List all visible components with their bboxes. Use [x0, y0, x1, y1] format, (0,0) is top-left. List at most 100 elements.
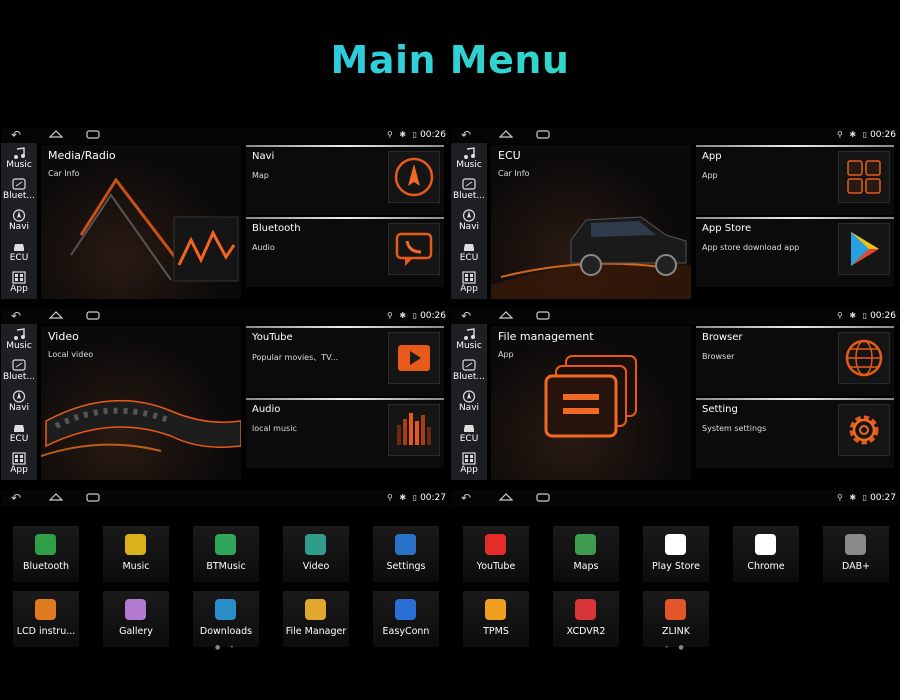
app-video[interactable]: Video	[283, 526, 349, 582]
home-icon[interactable]	[49, 493, 63, 501]
sidebar-item-navi[interactable]: Navi	[1, 209, 37, 233]
recent-apps-icon[interactable]	[86, 130, 100, 139]
sidebar-item-ecu[interactable]: ECU	[1, 240, 37, 264]
app-bluetooth[interactable]: Bluetooth	[13, 526, 79, 582]
browser-card[interactable]: Browser Browser	[696, 326, 894, 396]
download-icon	[215, 599, 236, 620]
car-icon	[14, 244, 24, 251]
app-music[interactable]: Music	[103, 526, 169, 582]
divider	[696, 145, 894, 147]
status-bar: ↶ ⚲ ✱ ▯ 00:27	[451, 490, 899, 506]
card-subtitle: Map	[252, 171, 269, 180]
gallery-icon	[125, 599, 146, 620]
youtube-card[interactable]: YouTube Popular movies、TV...	[246, 326, 444, 396]
sidebar-item-navi[interactable]: Navi	[1, 390, 37, 414]
sidebar-item-ecu[interactable]: ECU	[1, 421, 37, 445]
app-file-manager[interactable]: File Manager	[283, 591, 349, 647]
app-label: Gallery	[119, 626, 153, 637]
sidebar-item-music[interactable]: Music	[451, 328, 487, 352]
card-subtitle: Local video	[48, 350, 94, 359]
car-icon	[464, 244, 474, 251]
ecu-card[interactable]: ECU Car Info	[491, 145, 691, 299]
audio-card[interactable]: Audio local music	[246, 398, 444, 468]
app-maps[interactable]: Maps	[553, 526, 619, 582]
app-play-store[interactable]: Play Store	[643, 526, 709, 582]
sidebar-item-ecu[interactable]: ECU	[451, 421, 487, 445]
home-icon[interactable]	[49, 311, 63, 319]
bluetooth-phone-icon	[462, 359, 476, 371]
bluetooth-phone-icon	[462, 178, 476, 190]
recent-apps-icon[interactable]	[536, 311, 550, 320]
sidebar-item-music[interactable]: Music	[451, 147, 487, 171]
back-icon[interactable]: ↶	[461, 309, 472, 323]
sidebar-item-music[interactable]: Music	[1, 147, 37, 171]
status-icons: ⚲ ✱ ▯	[836, 130, 869, 139]
tire-pressure-icon	[485, 599, 506, 620]
recent-apps-icon[interactable]	[536, 130, 550, 139]
divider	[696, 398, 894, 400]
app-youtube[interactable]: YouTube	[463, 526, 529, 582]
app-gallery[interactable]: Gallery	[103, 591, 169, 647]
sidebar-item-label: App	[460, 284, 478, 294]
app-store-tile	[838, 223, 890, 275]
navi-card[interactable]: Navi Map	[246, 145, 444, 215]
app-label: Music	[122, 561, 150, 572]
card-subtitle: App	[702, 171, 718, 180]
sidebar-item-bluetooth[interactable]: Bluet...	[451, 359, 487, 383]
app-store-card[interactable]: App Store App store download app	[696, 217, 894, 287]
app-label: Settings	[386, 561, 426, 572]
video-card[interactable]: Video Local video	[41, 326, 241, 480]
card-title: App	[702, 151, 722, 162]
app-chrome[interactable]: Chrome	[733, 526, 799, 582]
clock: 00:26	[420, 130, 446, 140]
app-tpms[interactable]: TPMS	[463, 591, 529, 647]
app-btmusic[interactable]: BTMusic	[193, 526, 259, 582]
sidebar: Music Bluet... Navi ECU App	[451, 324, 487, 480]
home-icon[interactable]	[499, 311, 513, 319]
sidebar-item-bluetooth[interactable]: Bluet...	[1, 178, 37, 202]
sidebar-item-bluetooth[interactable]: Bluet...	[451, 178, 487, 202]
card-subtitle: local music	[252, 424, 297, 433]
app-lcd-instru[interactable]: LCD instru...	[13, 591, 79, 647]
file-management-card[interactable]: File management App	[491, 326, 691, 480]
status-bar: ↶ ⚲ ✱ ▯ 00:26	[1, 308, 449, 324]
bluetooth-card[interactable]: Bluetooth Audio	[246, 217, 444, 287]
app-easyconn[interactable]: EasyConn	[373, 591, 439, 647]
setting-card[interactable]: Setting System settings	[696, 398, 894, 468]
audio-tile	[388, 404, 440, 456]
back-icon[interactable]: ↶	[11, 128, 22, 142]
sidebar-item-app[interactable]: App	[451, 452, 487, 476]
recent-apps-icon[interactable]	[86, 311, 100, 320]
home-icon[interactable]	[499, 493, 513, 501]
sidebar-item-app[interactable]: App	[451, 271, 487, 295]
clock: 00:26	[420, 311, 446, 321]
recent-apps-icon[interactable]	[536, 493, 550, 502]
back-icon[interactable]: ↶	[461, 491, 472, 505]
back-icon[interactable]: ↶	[11, 309, 22, 323]
app-zlink[interactable]: ZLINK	[643, 591, 709, 647]
home-icon[interactable]	[49, 130, 63, 138]
sidebar-item-music[interactable]: Music	[1, 328, 37, 352]
sidebar-item-label: ECU	[459, 434, 479, 444]
app-settings[interactable]: Settings	[373, 526, 439, 582]
app-dab[interactable]: DAB+	[823, 526, 889, 582]
recent-apps-icon[interactable]	[86, 493, 100, 502]
camera-icon	[575, 599, 596, 620]
card-subtitle: Car Info	[498, 169, 530, 178]
sidebar-item-app[interactable]: App	[1, 271, 37, 295]
back-icon[interactable]: ↶	[461, 128, 472, 142]
app-xcdvr2[interactable]: XCDVR2	[553, 591, 619, 647]
app-card[interactable]: App App	[696, 145, 894, 215]
media-radio-card[interactable]: Media/Radio Car Info	[41, 145, 241, 299]
sidebar-item-navi[interactable]: Navi	[451, 209, 487, 233]
play-icon	[305, 534, 326, 555]
app-downloads[interactable]: Downloads	[193, 591, 259, 647]
sidebar-item-app[interactable]: App	[1, 452, 37, 476]
sidebar-item-ecu[interactable]: ECU	[451, 240, 487, 264]
sidebar-item-bluetooth[interactable]: Bluet...	[1, 359, 37, 383]
home-icon[interactable]	[499, 130, 513, 138]
zlink-icon	[665, 599, 686, 620]
back-icon[interactable]: ↶	[11, 491, 22, 505]
music-note-icon	[14, 147, 25, 159]
sidebar-item-navi[interactable]: Navi	[451, 390, 487, 414]
